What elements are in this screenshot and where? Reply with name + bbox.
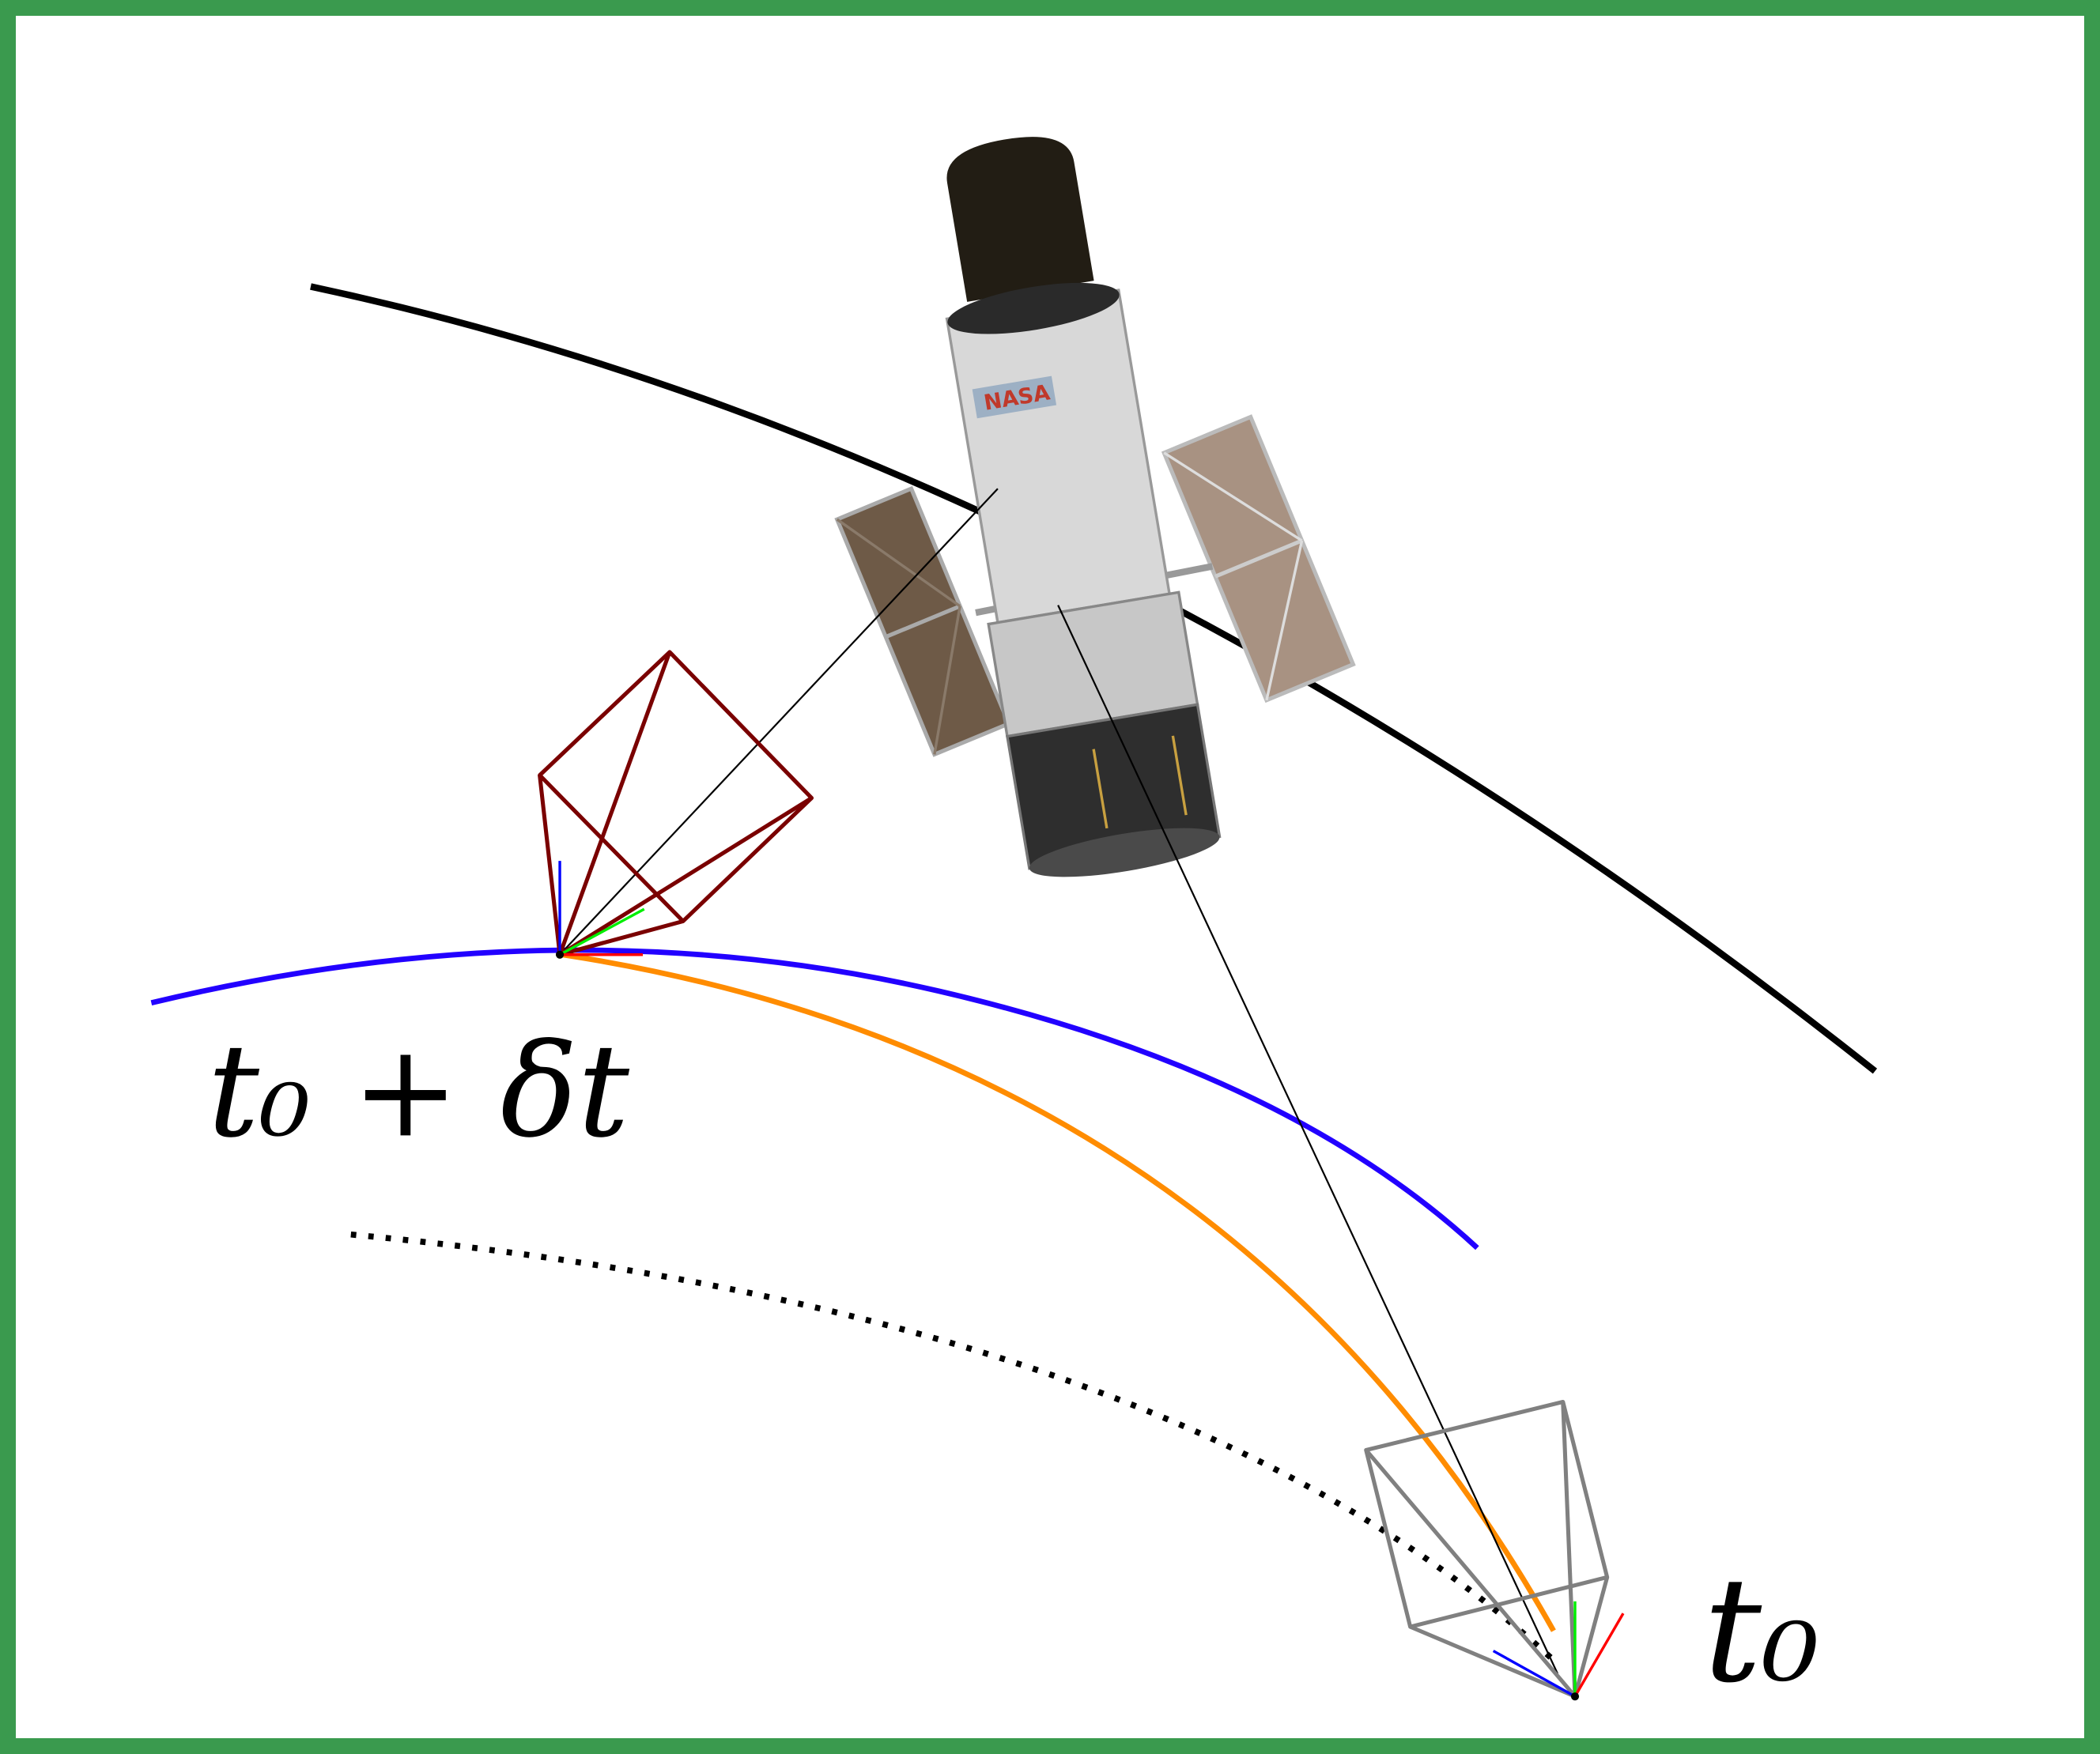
line-of-sight-later <box>559 488 999 956</box>
camera-axes-initial <box>1492 1601 1625 1698</box>
satellite-image: NASA <box>834 137 1356 877</box>
aperture-door <box>946 137 1094 302</box>
observer-orbit-arc <box>150 947 1479 1250</box>
camera-axes-later <box>558 861 645 956</box>
telescope-body <box>945 289 1172 624</box>
transfer-arc <box>561 952 1556 1632</box>
right-solar-panel <box>1161 414 1356 703</box>
label-t0-plus-dt: t₀ + δt <box>208 1017 630 1166</box>
camera-frustum-initial <box>1364 1399 1610 1699</box>
camera-center-later <box>555 950 565 959</box>
left-solar-panel <box>834 485 1012 757</box>
line-of-sight-initial <box>1057 605 1558 1674</box>
camera-center-initial <box>1570 1692 1580 1701</box>
label-t0: t₀ <box>1704 1547 1820 1715</box>
camera-frustum-later <box>538 650 814 957</box>
